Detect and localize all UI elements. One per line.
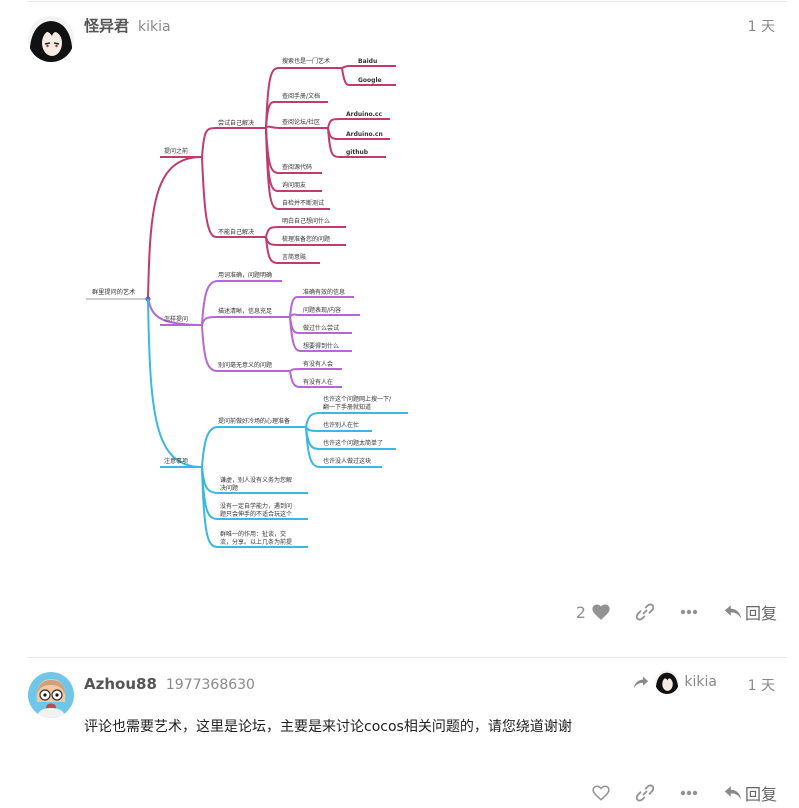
reply-to-avatar bbox=[655, 670, 680, 694]
mindmap-branch-1-labels: 提问之前 尝试自己解决 不能自己解决 搜索也是一门艺术 查阅手册/文档 查阅论坛… bbox=[164, 57, 383, 261]
svg-text:询问朋友: 询问朋友 bbox=[282, 181, 306, 189]
svg-text:Google: Google bbox=[358, 77, 382, 84]
more-options-button[interactable] bbox=[680, 790, 698, 796]
svg-text:题只会伸手的不适合玩这个: 题只会伸手的不适合玩这个 bbox=[220, 510, 292, 518]
svg-text:也许这个问题网上搜一下/: 也许这个问题网上搜一下/ bbox=[323, 395, 392, 403]
svg-text:决问题: 决问题 bbox=[220, 484, 238, 492]
author-username[interactable]: 1977368630 bbox=[165, 677, 255, 693]
like-button[interactable]: 2 bbox=[576, 603, 610, 622]
svg-text:有没有人会: 有没有人会 bbox=[303, 360, 333, 368]
svg-text:Arduino.cc: Arduino.cc bbox=[346, 111, 382, 118]
svg-text:Baidu: Baidu bbox=[358, 58, 377, 65]
avatar-kikia[interactable] bbox=[28, 16, 74, 62]
reply-button[interactable]: 回复 bbox=[724, 600, 777, 624]
share-link-button[interactable] bbox=[635, 603, 654, 621]
mindmap-root: 群里提问的艺术 bbox=[86, 288, 151, 302]
post-divider bbox=[27, 657, 787, 658]
heart-outline-icon bbox=[592, 785, 610, 801]
svg-text:没有一定自学能力，遇到问: 没有一定自学能力，遇到问 bbox=[220, 502, 292, 510]
reply-to-avatar-image bbox=[655, 670, 680, 694]
post-body: 评论也需要艺术，这里是论坛，主要是来讨论cocos相关问题的，请您绕道谢谢 bbox=[84, 719, 572, 735]
svg-text:问题表现/内容: 问题表现/内容 bbox=[303, 306, 341, 314]
svg-text:搜索也是一门艺术: 搜索也是一门艺术 bbox=[282, 57, 330, 65]
reply-button[interactable]: 回复 bbox=[724, 781, 777, 805]
reply-to-tab[interactable]: kikia bbox=[633, 670, 717, 694]
svg-text:用词准确，问题明确: 用词准确，问题明确 bbox=[218, 271, 272, 279]
svg-text:梳理准备您的问题: 梳理准备您的问题 bbox=[282, 235, 330, 243]
post-actions: 回复 bbox=[592, 781, 777, 805]
reply-arrow-icon bbox=[724, 786, 742, 800]
svg-text:想要得到什么: 想要得到什么 bbox=[303, 342, 339, 350]
author-display-name[interactable]: Azhou88 bbox=[84, 675, 157, 693]
heart-icon bbox=[592, 604, 610, 620]
svg-text:别问毫无意义的问题: 别问毫无意义的问题 bbox=[218, 361, 272, 369]
post-date[interactable]: 1 天 bbox=[747, 19, 775, 35]
svg-text:群唯一的作用：扯谈，交: 群唯一的作用：扯谈，交 bbox=[220, 530, 286, 538]
reply-arrow-icon bbox=[724, 605, 742, 619]
svg-text:谦虚，别人没有义务为您解: 谦虚，别人没有义务为您解 bbox=[220, 476, 292, 484]
svg-text:提问前做好冷场的心理准备: 提问前做好冷场的心理准备 bbox=[218, 417, 290, 425]
post-author-meta: 怪异君 kikia bbox=[84, 15, 171, 36]
link-icon bbox=[635, 784, 654, 802]
post-date[interactable]: 1 天 bbox=[747, 678, 775, 694]
avatar-azhou88-image bbox=[28, 672, 74, 718]
author-username[interactable]: kikia bbox=[138, 19, 171, 35]
svg-text:有没有人在: 有没有人在 bbox=[303, 378, 333, 386]
svg-text:注意事项: 注意事项 bbox=[164, 457, 188, 465]
share-link-button[interactable] bbox=[635, 784, 654, 802]
svg-text:准确有效的信息: 准确有效的信息 bbox=[303, 288, 345, 296]
reply-label: 回复 bbox=[744, 604, 777, 623]
mindmap-branch-3 bbox=[147, 298, 408, 548]
mindmap-branch-2 bbox=[147, 280, 360, 388]
svg-text:流，分享。以上几条为前提: 流，分享。以上几条为前提 bbox=[220, 538, 292, 546]
link-icon bbox=[635, 603, 654, 621]
avatar-azhou88[interactable] bbox=[28, 672, 74, 718]
svg-text:github: github bbox=[346, 149, 369, 156]
reply-to-username: kikia bbox=[684, 674, 717, 690]
svg-text:查阅论坛/社区: 查阅论坛/社区 bbox=[282, 118, 320, 126]
svg-text:不能自己解决: 不能自己解决 bbox=[218, 228, 254, 236]
mindmap-branch-3-labels: 注意事项 提问前做好冷场的心理准备 也许这个问题网上搜一下/ 翻一下手册就知道 … bbox=[164, 395, 392, 546]
like-button[interactable] bbox=[592, 785, 610, 801]
svg-text:明白自己想问什么: 明白自己想问什么 bbox=[282, 217, 330, 225]
svg-text:查阅源代码: 查阅源代码 bbox=[282, 163, 312, 171]
share-arrow-icon bbox=[634, 676, 649, 688]
mindmap-branch-2-labels: 怎样提问 用词准确，问题明确 描述清晰，信息充足 别问毫无意义的问题 准确有效的… bbox=[164, 271, 345, 386]
svg-text:翻一下手册就知道: 翻一下手册就知道 bbox=[323, 403, 371, 411]
svg-text:尝试自己解决: 尝试自己解决 bbox=[218, 119, 254, 127]
svg-text:自检并不断测试: 自检并不断测试 bbox=[282, 199, 324, 207]
svg-text:查阅手册/文档: 查阅手册/文档 bbox=[282, 92, 320, 100]
reply-label: 回复 bbox=[744, 785, 777, 804]
like-count: 2 bbox=[575, 602, 586, 622]
avatar-kikia-image bbox=[28, 16, 74, 62]
svg-text:Arduino.cn: Arduino.cn bbox=[346, 131, 383, 138]
mindmap-svg: 群里提问的艺术 bbox=[86, 57, 408, 548]
more-options-button[interactable] bbox=[680, 609, 698, 615]
svg-text:做过什么尝试: 做过什么尝试 bbox=[303, 324, 339, 332]
post-actions: 2 回复 bbox=[576, 600, 777, 624]
svg-text:也许这个问题太简单了: 也许这个问题太简单了 bbox=[323, 439, 383, 447]
mindmap-root-label: 群里提问的艺术 bbox=[92, 288, 135, 296]
ellipsis-icon bbox=[680, 790, 698, 796]
svg-text:描述清晰，信息充足: 描述清晰，信息充足 bbox=[218, 307, 272, 315]
svg-text:提问之前: 提问之前 bbox=[164, 147, 188, 155]
svg-text:怎样提问: 怎样提问 bbox=[164, 315, 188, 323]
svg-text:也许别人在忙: 也许别人在忙 bbox=[323, 421, 359, 429]
post-divider-top bbox=[27, 1, 787, 2]
post-author-meta: Azhou88 1977368630 bbox=[84, 675, 255, 693]
author-display-name[interactable]: 怪异君 bbox=[84, 17, 130, 35]
mindmap-branch-1 bbox=[147, 65, 396, 300]
ellipsis-icon bbox=[680, 609, 698, 615]
svg-text:也许没人做过这块: 也许没人做过这块 bbox=[323, 457, 371, 465]
svg-text:言简意赅: 言简意赅 bbox=[282, 253, 306, 261]
mindmap-image[interactable]: 群里提问的艺术 bbox=[84, 55, 419, 555]
